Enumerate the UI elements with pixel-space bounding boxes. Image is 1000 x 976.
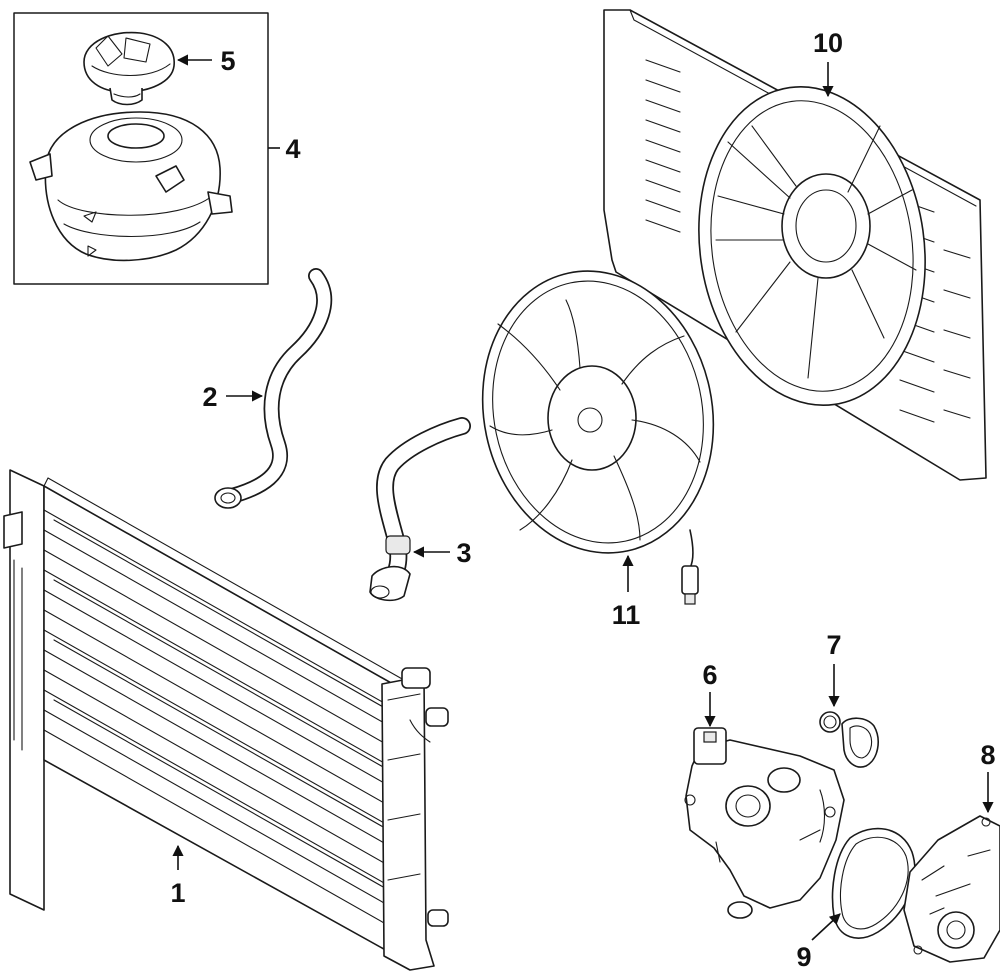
svg-text:10: 10 xyxy=(813,28,843,58)
svg-text:5: 5 xyxy=(220,46,235,76)
thermostat-gasket xyxy=(819,711,879,768)
pump-seal xyxy=(831,827,916,939)
callout-9: 9 xyxy=(796,913,841,972)
reservoir-tank xyxy=(29,111,233,262)
cooling-fan xyxy=(481,270,715,605)
callout-5: 5 xyxy=(176,46,236,76)
callout-11: 11 xyxy=(612,554,641,630)
callout-8: 8 xyxy=(980,740,996,814)
callout-2: 2 xyxy=(202,382,264,412)
upper-radiator-hose xyxy=(214,268,333,509)
svg-text:9: 9 xyxy=(796,942,811,972)
svg-text:3: 3 xyxy=(456,538,471,568)
svg-text:2: 2 xyxy=(202,382,217,412)
svg-text:4: 4 xyxy=(285,134,300,164)
reservoir-cap xyxy=(83,31,175,106)
svg-text:1: 1 xyxy=(170,878,185,908)
svg-text:11: 11 xyxy=(612,600,641,630)
callout-4: 4 xyxy=(268,134,301,164)
callout-3: 3 xyxy=(412,538,472,568)
fan-shroud xyxy=(603,9,987,481)
callout-10: 10 xyxy=(813,28,843,98)
water-pump xyxy=(903,815,1000,963)
callout-7: 7 xyxy=(826,630,842,708)
callout-1: 1 xyxy=(170,844,186,908)
thermostat-housing xyxy=(684,727,845,919)
svg-text:7: 7 xyxy=(826,630,841,660)
svg-text:8: 8 xyxy=(980,740,995,770)
lower-radiator-hose xyxy=(369,417,471,602)
svg-text:6: 6 xyxy=(702,660,717,690)
radiator xyxy=(3,469,449,971)
callout-6: 6 xyxy=(702,660,718,728)
